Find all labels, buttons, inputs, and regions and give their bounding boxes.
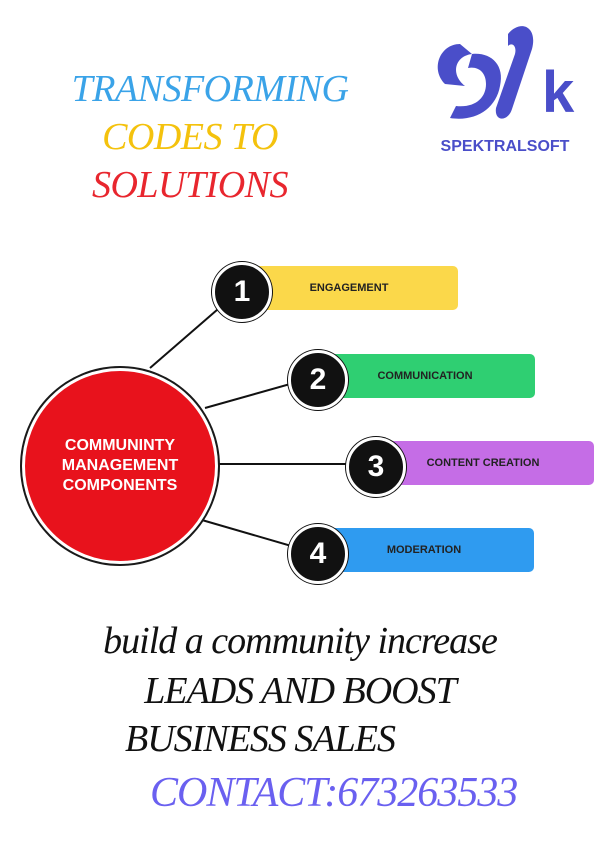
logo-letter: k [542,60,575,125]
tagline-line-1: build a community increase [103,620,498,662]
step-1-label: ENGAGEMENT [309,282,389,294]
hub-label: COMMUNINTY MANAGEMENT COMPONENTS [61,437,179,494]
step-1-number: 1 [212,262,272,322]
headline-line-2: CODES TO [102,116,278,158]
step-4-bar: MODERATION [314,528,534,572]
step-4-label: MODERATION [386,544,462,556]
contact-number: CONTACT:673263533 [150,770,518,816]
step-4-number: 4 [288,524,348,584]
step-3-bar: CONTENT CREATION [372,441,594,485]
tagline-line-3: BUSINESS SALES [125,718,396,760]
step-2-number: 2 [288,350,348,410]
community-management-hub: COMMUNINTY MANAGEMENT COMPONENTS [22,368,218,564]
step-2-bar: COMMUNICATION [315,354,535,398]
step-2-label: COMMUNICATION [377,370,473,382]
tagline-line-2: LEADS AND BOOST [144,670,457,712]
spektralsoft-logo-icon: k [437,26,575,125]
step-1-bar: ENGAGEMENT [240,266,458,310]
brand-name: SPEKTRALSOFT [440,138,570,155]
step-3-label: CONTENT CREATION [426,457,540,469]
headline-line-3: SOLUTIONS [91,164,289,206]
headline-line-1: TRANSFORMING [71,68,349,110]
step-3-number: 3 [346,437,406,497]
